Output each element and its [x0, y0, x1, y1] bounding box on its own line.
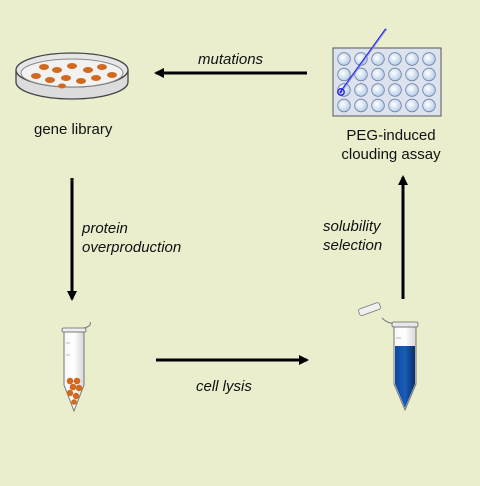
cell-pellet — [66, 377, 83, 405]
assay-label: PEG-induced clouding assay — [325, 126, 457, 164]
bacterial-colonies — [31, 63, 117, 89]
mutations-label: mutations — [198, 51, 264, 68]
overproduction-label: protein overproduction — [82, 219, 181, 257]
plate-well — [405, 52, 419, 66]
plate-well — [422, 98, 436, 113]
well-plate-icon — [332, 28, 442, 117]
tube-with-cells-icon — [61, 321, 91, 413]
assay-label-line2: clouding assay — [341, 146, 441, 163]
selection-label: solubility selection — [323, 217, 382, 255]
plate-well — [405, 83, 419, 97]
plate-well — [337, 98, 351, 113]
plate-well — [405, 67, 419, 82]
plate-well — [371, 98, 385, 113]
pipette-icon — [339, 28, 387, 94]
plate-well — [354, 98, 368, 113]
plate-well — [371, 52, 385, 66]
tube-with-supernatant-icon — [358, 302, 419, 412]
cell-lysis-label: cell lysis — [196, 378, 252, 395]
petri-dish-icon — [15, 52, 129, 100]
plate-well — [422, 67, 436, 82]
plate-well — [371, 67, 385, 82]
plate-well — [371, 83, 385, 97]
plate-well — [354, 67, 368, 82]
selection-label-line1: solubility — [323, 218, 381, 235]
plate-well — [388, 98, 402, 113]
plate-well — [422, 52, 436, 66]
plate-well — [405, 98, 419, 113]
selection-label-line2: selection — [323, 237, 383, 254]
plate-well — [354, 83, 368, 97]
gene-library-label: gene library — [34, 121, 113, 138]
plate-well — [422, 83, 436, 97]
overproduction-label-line2: overproduction — [82, 239, 182, 256]
overproduction-label-line1: protein — [82, 220, 128, 237]
plate-well — [388, 52, 402, 66]
assay-label-line1: PEG-induced — [346, 127, 436, 144]
plate-well — [337, 67, 351, 82]
plate-well — [388, 67, 402, 82]
plate-well — [337, 52, 351, 66]
plate-well — [388, 83, 402, 97]
